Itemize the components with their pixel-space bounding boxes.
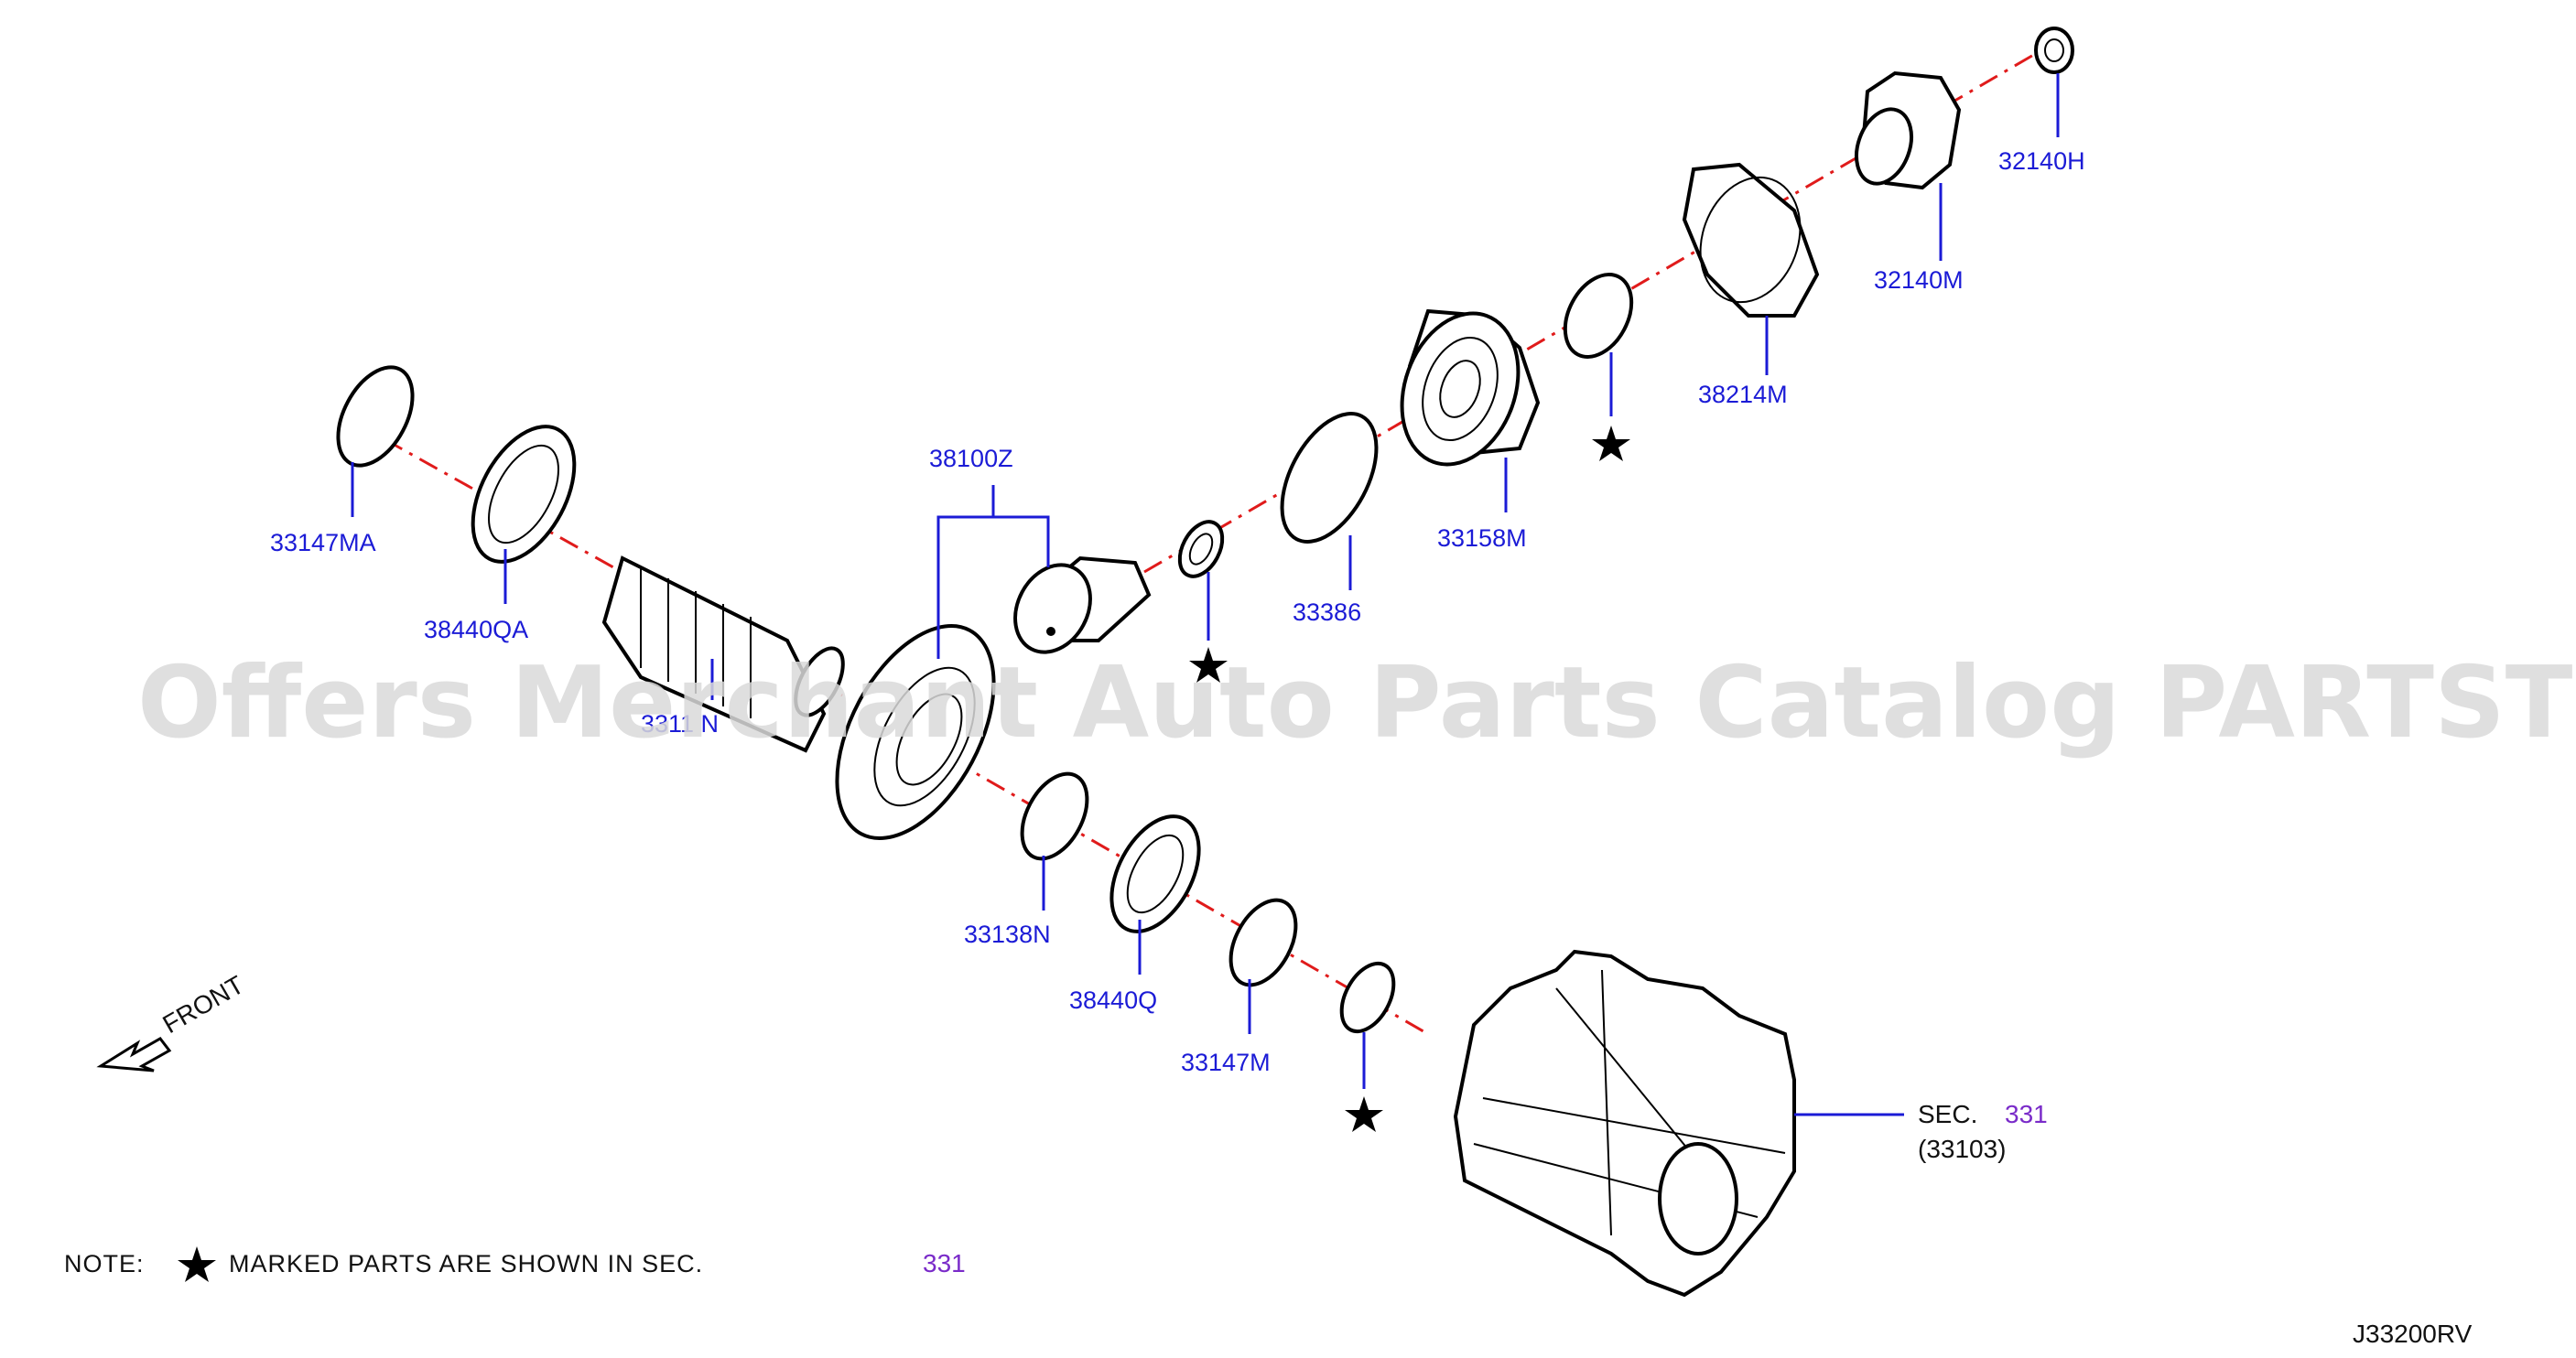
star-icon: [178, 1246, 216, 1282]
diagram-code: J33200RV: [2353, 1320, 2473, 1348]
part-nut-32140H[interactable]: [2034, 27, 2074, 74]
star-markers: [178, 426, 1630, 1282]
front-indicator: FRONT: [96, 970, 249, 1072]
callout-32140M: 32140M: [1874, 266, 1964, 294]
part-seal-star-lower[interactable]: [1331, 954, 1404, 1040]
star-icon: [1189, 647, 1228, 683]
part-gear-shaft-33111N[interactable]: [601, 555, 852, 753]
callout-38100Z: 38100Z: [929, 445, 1013, 472]
section-ref-sub: (33103): [1918, 1135, 2007, 1163]
section-reference: SEC. 331 (33103): [1918, 1100, 2048, 1163]
part-seal-star-upper[interactable]: [1552, 264, 1645, 369]
part-bearing-38440Q[interactable]: [1094, 802, 1217, 946]
part-ring-33147M[interactable]: [1218, 889, 1309, 996]
callout-33111N: 3311 N: [641, 710, 719, 738]
callout-33147M: 33147M: [1181, 1049, 1271, 1076]
part-flange-32140M[interactable]: [1846, 70, 1962, 191]
part-ring-33138N[interactable]: [1009, 763, 1100, 869]
part-bearing-38440QA[interactable]: [452, 410, 595, 578]
leader-lines: [351, 73, 2060, 1116]
callout-33386: 33386: [1293, 598, 1361, 626]
callout-33158M: 33158M: [1437, 524, 1527, 552]
part-gear-38100Z[interactable]: [805, 600, 1026, 864]
part-washer-small[interactable]: [1171, 514, 1230, 583]
callout-38440Q: 38440Q: [1069, 986, 1157, 1014]
callout-38440QA: 38440QA: [424, 616, 528, 643]
note-line: NOTE: MARKED PARTS ARE SHOWN IN SEC. 331: [64, 1249, 966, 1277]
star-icon: [1345, 1096, 1383, 1132]
part-pinion-38100Z[interactable]: [1001, 552, 1152, 665]
section-ref-number: 331: [2005, 1100, 2048, 1128]
callout-33138N: 33138N: [964, 921, 1051, 948]
note-section: 331: [923, 1249, 966, 1277]
part-ring-33386[interactable]: [1262, 398, 1396, 557]
part-housing-sec-331[interactable]: [1453, 949, 1796, 1298]
section-ref-prefix: SEC.: [1918, 1100, 1977, 1128]
part-gasket-38214M[interactable]: [1682, 162, 1820, 318]
note-prefix: NOTE:: [64, 1250, 145, 1277]
star-icon: [1592, 426, 1630, 461]
callout-labels: 33147MA 38440QA 3311 N 38100Z 33386 3315…: [270, 147, 2085, 1076]
front-label: FRONT: [158, 970, 249, 1039]
note-text: MARKED PARTS ARE SHOWN IN SEC.: [229, 1250, 703, 1277]
part-bearing-33158M[interactable]: [1382, 297, 1541, 481]
watermark: Offers Merchant Auto Parts Catalog PARTS…: [137, 646, 2576, 760]
front-arrow-icon: [96, 1037, 172, 1072]
callout-33147MA: 33147MA: [270, 529, 376, 556]
callout-32140H: 32140H: [1998, 147, 2085, 175]
callout-38214M: 38214M: [1698, 381, 1788, 408]
part-ring-33147MA[interactable]: [323, 355, 428, 478]
